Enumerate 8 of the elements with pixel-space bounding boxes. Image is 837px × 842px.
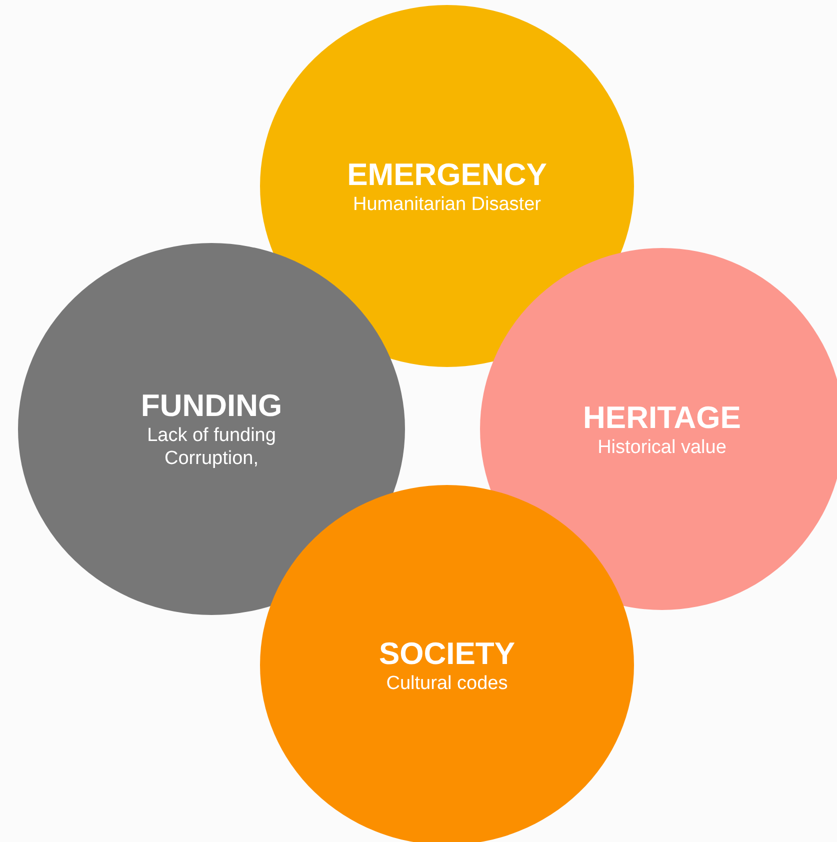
category-heading: FUNDING (140, 388, 282, 424)
category-heading: EMERGENCY (347, 156, 547, 192)
category-description: Cultural codes (386, 672, 508, 694)
category-description: Humanitarian Disaster (353, 192, 541, 216)
category-description: Historical value (598, 436, 726, 458)
category-description: Lack of funding Corruption, (146, 424, 277, 470)
category-heading: SOCIETY (378, 636, 516, 672)
category-heading: HERITAGE (583, 400, 741, 436)
